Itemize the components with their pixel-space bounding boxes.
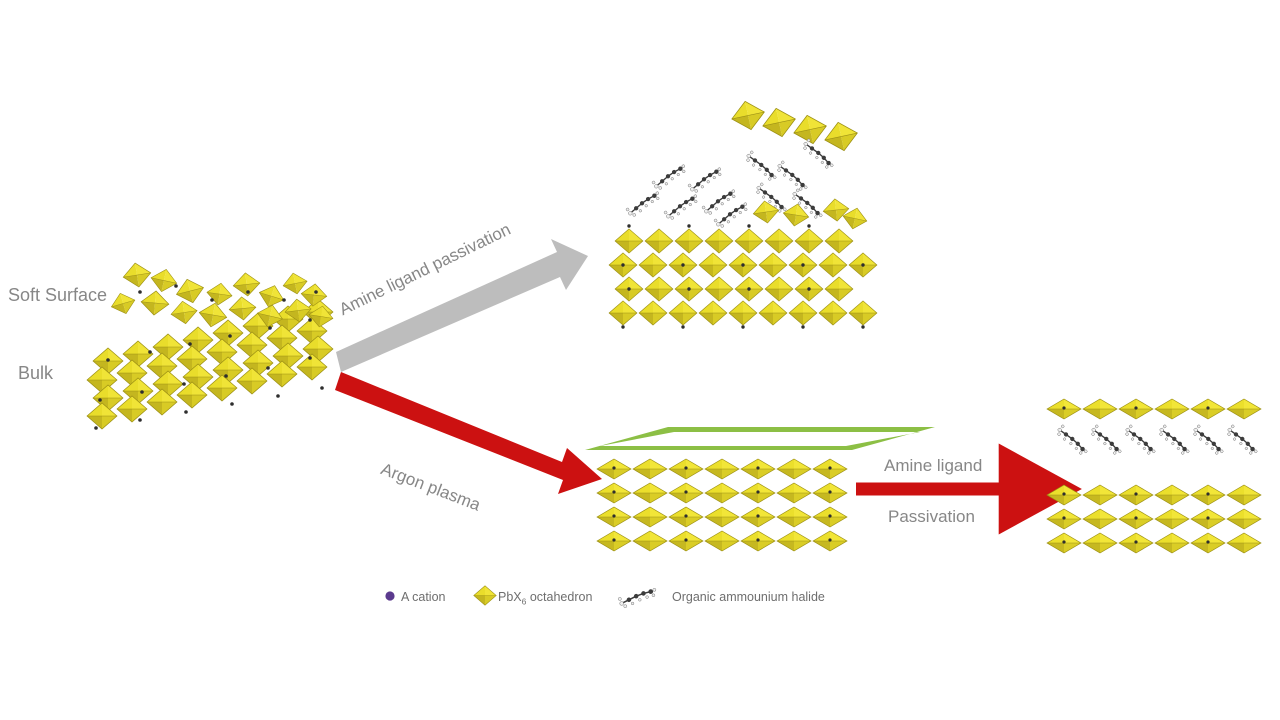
legend bbox=[385, 585, 657, 608]
legend-octahedron-text: octahedron bbox=[526, 590, 593, 604]
bulk-label: Bulk bbox=[18, 363, 54, 383]
legend-pbx-subscript: 6 bbox=[521, 596, 527, 607]
soft-surface-label: Soft Surface bbox=[8, 285, 108, 305]
organic-molecule-icon bbox=[617, 588, 657, 608]
a-cations-middle bbox=[612, 466, 832, 542]
intercalated-ligand-layer bbox=[1053, 419, 1259, 462]
bulk-lattice-top bbox=[608, 228, 878, 326]
detached-octahedra-fragment bbox=[728, 97, 861, 155]
legend-pbx-text: PbX bbox=[498, 590, 522, 604]
legend-label-pbx6-octahedron: PbX6 octahedron bbox=[498, 590, 592, 607]
a-cations-left bbox=[94, 284, 324, 430]
passivation-right-label: Passivation bbox=[888, 507, 975, 526]
a-cations-top bbox=[621, 224, 865, 329]
amine-passivated-crystal-top bbox=[608, 97, 878, 329]
pristine-crystal-left bbox=[86, 260, 335, 430]
plasma-smoothed-crystal-middle bbox=[585, 427, 935, 552]
yellow-diamond-icon bbox=[473, 585, 497, 606]
top-octahedra-layer-right bbox=[1046, 398, 1262, 420]
amine-ligand-passivation-arrow bbox=[336, 239, 588, 372]
bulk-lattice-right bbox=[1046, 484, 1262, 554]
argon-plasma-arrow bbox=[335, 372, 602, 494]
final-passivated-crystal-right bbox=[1046, 398, 1262, 554]
smoothed-lattice bbox=[596, 458, 848, 552]
legend-label-a-cation: A cation bbox=[401, 590, 446, 604]
soft-surface-layer-left bbox=[108, 260, 335, 331]
a-cations-right bbox=[1062, 406, 1210, 544]
legend-label-organic-ammonium-halide: Organic ammounium halide bbox=[672, 590, 825, 604]
smooth-surface-plane bbox=[585, 427, 935, 450]
amine-ligand-right-label: Amine ligand bbox=[884, 456, 983, 475]
purple-dot-icon bbox=[385, 591, 395, 601]
